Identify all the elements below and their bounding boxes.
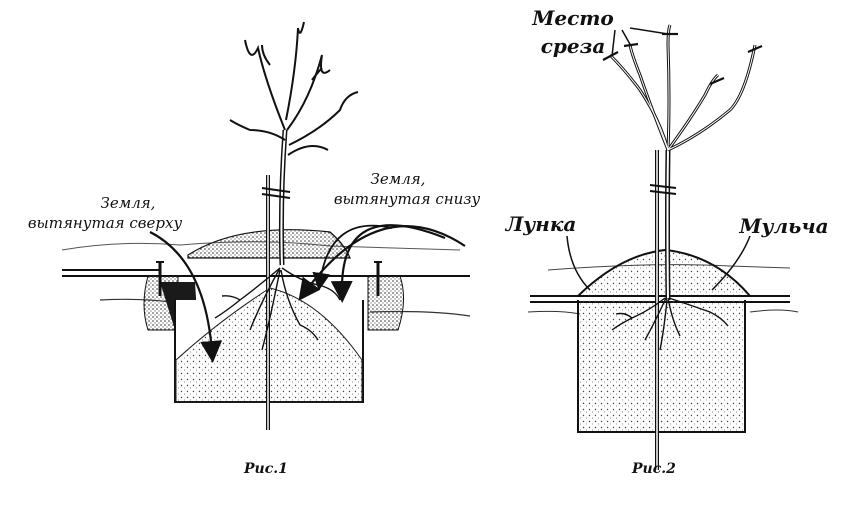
label-soil-from-top: вытянутая сверху [27, 214, 183, 232]
label-soil-from-bottom: вытянутая снизу [333, 190, 481, 208]
label-cut-place-line2: среза [540, 34, 606, 58]
cut-marks [602, 32, 763, 86]
arrow-soil-from-bottom-3 [312, 224, 393, 291]
branches-1 [229, 21, 359, 156]
roots-2 [611, 297, 729, 351]
branches-2 [608, 24, 757, 152]
label-soil-top-line1: Земля, [100, 194, 156, 212]
mulch-mound [575, 248, 753, 297]
label-soil-bottom-line1: Земля, [370, 170, 426, 188]
planting-pit-2 [577, 300, 746, 433]
caption-figure-2: Рис.2 [632, 461, 676, 477]
arrow-soil-from-bottom-1 [298, 225, 466, 301]
label-cut-place-line1: Место [532, 6, 614, 30]
label-hole: Лунка [505, 212, 577, 236]
arrow-soil-from-top [149, 231, 223, 363]
figure-2 [527, 24, 799, 470]
arrow-soil-from-bottom-2 [330, 224, 446, 303]
figure-1 [61, 21, 471, 430]
caption-figure-1: Рис.1 [244, 461, 288, 477]
cut-pointer-lines [611, 27, 669, 57]
label-mulch: Мульча [739, 214, 829, 238]
